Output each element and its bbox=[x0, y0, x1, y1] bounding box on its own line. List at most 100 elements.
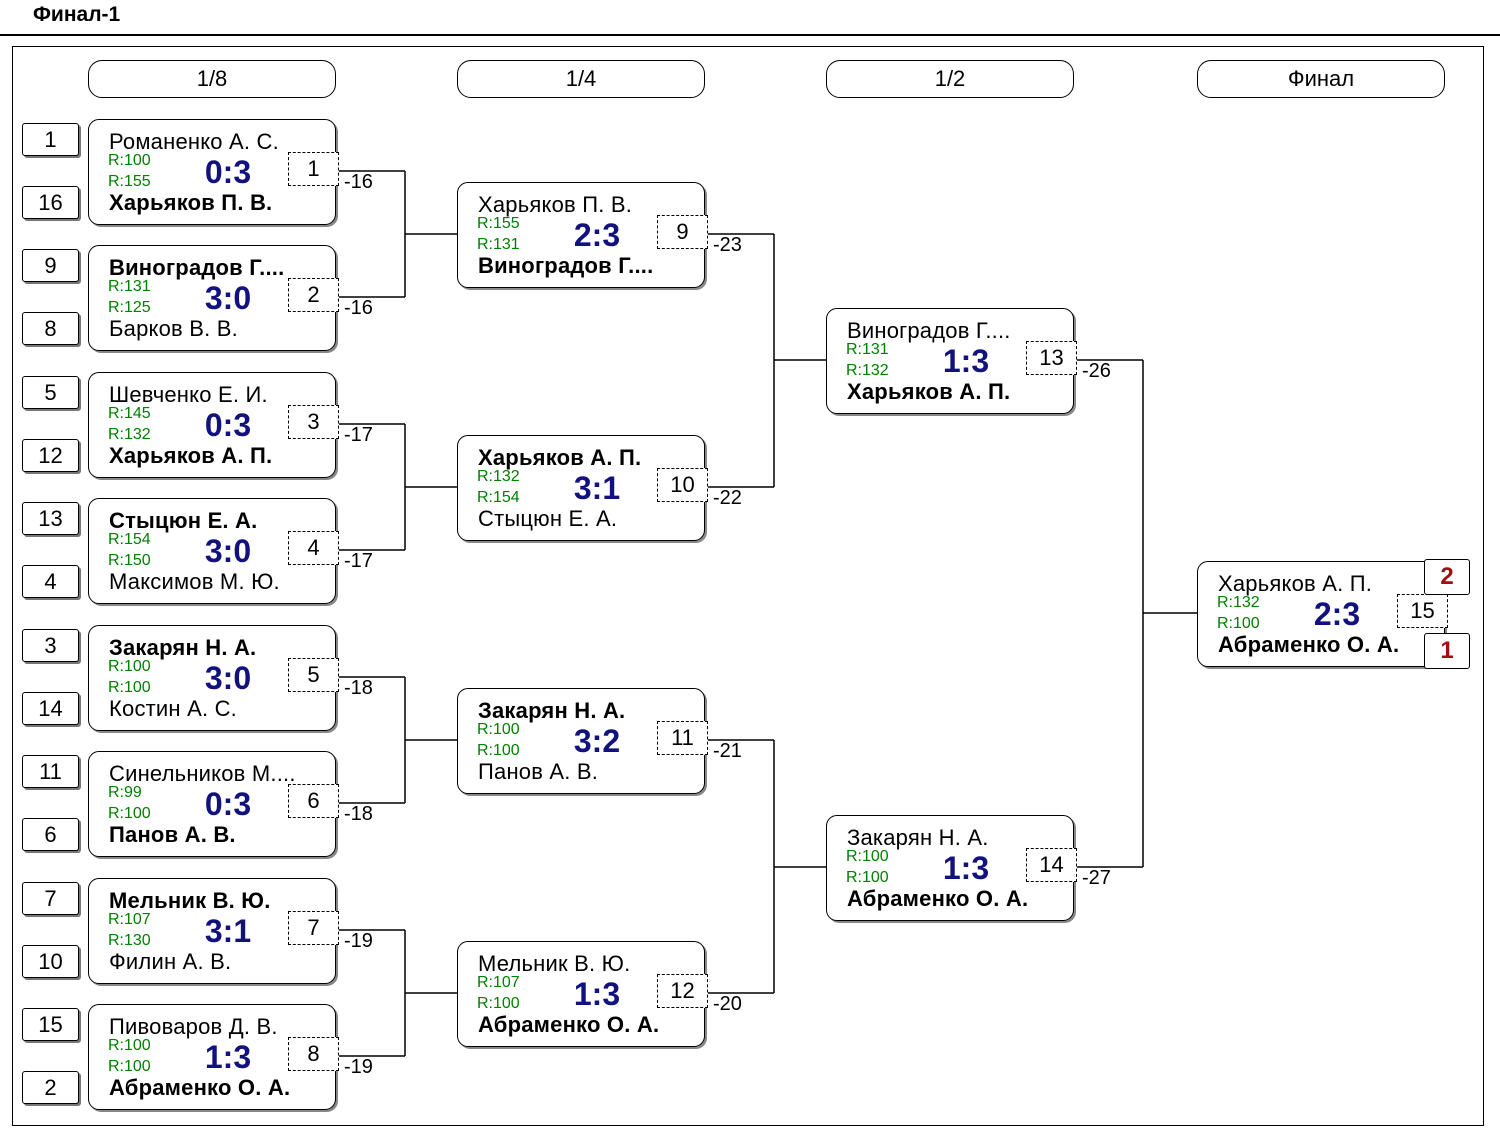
player-bottom-rating: R:132 bbox=[108, 426, 151, 443]
match-number: 11 bbox=[657, 721, 708, 755]
match-number: 2 bbox=[288, 278, 339, 312]
player-top-name: Мельник В. Ю. bbox=[478, 951, 631, 976]
loser-destination: -21 bbox=[713, 740, 742, 762]
round-header-3[interactable]: 1/2 bbox=[826, 60, 1074, 98]
match-score: 3:0 bbox=[204, 280, 252, 316]
loser-destination: -16 bbox=[344, 297, 373, 319]
player-bottom-rating: R:100 bbox=[108, 679, 151, 696]
seed-box: 16 bbox=[22, 186, 79, 219]
round-header-4[interactable]: Финал bbox=[1197, 60, 1445, 98]
match-number: 5 bbox=[288, 658, 339, 692]
match-score: 1:3 bbox=[204, 1039, 252, 1075]
match-number: 9 bbox=[657, 215, 708, 249]
player-top-name: Харьяков А. П. bbox=[1218, 571, 1373, 596]
player-top-name: Шевченко Е. И. bbox=[109, 382, 268, 407]
player-bottom-name: Панов А. В. bbox=[478, 759, 599, 784]
seed-box: 13 bbox=[22, 502, 79, 535]
player-top-name: Мельник В. Ю. bbox=[109, 888, 271, 913]
match-score: 0:3 bbox=[204, 407, 252, 443]
player-bottom-rating: R:100 bbox=[108, 1058, 151, 1075]
player-top-name: Харьяков П. В. bbox=[478, 192, 633, 217]
match-number: 1 bbox=[288, 152, 339, 186]
player-top-name: Романенко А. С. bbox=[109, 129, 279, 154]
player-bottom-rating: R:131 bbox=[477, 236, 520, 253]
loser-destination: -26 bbox=[1082, 360, 1111, 382]
match-number: 12 bbox=[657, 974, 708, 1008]
player-bottom-name: Абраменко О. А. bbox=[1218, 632, 1400, 657]
player-bottom-rating: R:150 bbox=[108, 552, 151, 569]
loser-destination: -18 bbox=[344, 803, 373, 825]
player-bottom-name: Абраменко О. А. bbox=[109, 1075, 291, 1100]
match-number: 6 bbox=[288, 784, 339, 818]
round-header-1[interactable]: 1/8 bbox=[88, 60, 336, 98]
seed-box: 12 bbox=[22, 439, 79, 472]
match-score: 0:3 bbox=[204, 786, 252, 822]
loser-destination: -20 bbox=[713, 993, 742, 1015]
player-top-rating: R:131 bbox=[846, 341, 889, 358]
loser-destination: -19 bbox=[344, 930, 373, 952]
seed-box: 7 bbox=[22, 882, 79, 915]
player-top-rating: R:131 bbox=[108, 278, 151, 295]
loser-destination: -16 bbox=[344, 171, 373, 193]
match-score: 3:0 bbox=[204, 533, 252, 569]
match-number: 13 bbox=[1026, 341, 1077, 375]
seed-box: 1 bbox=[22, 123, 79, 156]
seed-box: 6 bbox=[22, 818, 79, 851]
player-top-rating: R:132 bbox=[477, 468, 520, 485]
seed-box: 11 bbox=[22, 755, 79, 788]
player-top-rating: R:100 bbox=[108, 658, 151, 675]
player-bottom-rating: R:100 bbox=[477, 742, 520, 759]
match-number: 7 bbox=[288, 911, 339, 945]
player-top-name: Пивоваров Д. В. bbox=[109, 1014, 278, 1039]
page-title: Финал-1 bbox=[33, 3, 121, 26]
player-top-name: Синельников М.... bbox=[109, 761, 296, 786]
loser-destination: -22 bbox=[713, 487, 742, 509]
player-bottom-name: Стыцюн Е. А. bbox=[478, 506, 618, 531]
match-score: 3:0 bbox=[204, 660, 252, 696]
match-number: 15 bbox=[1397, 594, 1448, 628]
seed-box: 15 bbox=[22, 1008, 79, 1041]
match-score: 1:3 bbox=[942, 850, 990, 886]
player-top-name: Стыцюн Е. А. bbox=[109, 508, 258, 533]
player-bottom-name: Филин А. В. bbox=[109, 949, 232, 974]
player-top-rating: R:145 bbox=[108, 405, 151, 422]
final-place-badge: 1 bbox=[1424, 633, 1470, 669]
final-place-badge: 2 bbox=[1424, 559, 1470, 595]
player-top-rating: R:132 bbox=[1217, 594, 1260, 611]
match-score: 3:2 bbox=[573, 723, 621, 759]
match-score: 0:3 bbox=[204, 154, 252, 190]
player-top-name: Закарян Н. А. bbox=[109, 635, 257, 660]
player-bottom-rating: R:100 bbox=[1217, 615, 1260, 632]
player-top-rating: R:99 bbox=[108, 784, 142, 801]
match-number: 4 bbox=[288, 531, 339, 565]
loser-destination: -17 bbox=[344, 424, 373, 446]
match-number: 3 bbox=[288, 405, 339, 439]
player-bottom-rating: R:125 bbox=[108, 299, 151, 316]
player-top-name: Виноградов Г.... bbox=[847, 318, 1011, 343]
player-bottom-rating: R:100 bbox=[477, 995, 520, 1012]
seed-box: 5 bbox=[22, 376, 79, 409]
round-header-2[interactable]: 1/4 bbox=[457, 60, 705, 98]
match-score: 3:1 bbox=[204, 913, 252, 949]
player-bottom-name: Виноградов Г.... bbox=[478, 253, 654, 278]
title-divider bbox=[0, 34, 1500, 36]
loser-destination: -27 bbox=[1082, 867, 1111, 889]
player-bottom-rating: R:100 bbox=[108, 805, 151, 822]
loser-destination: -17 bbox=[344, 550, 373, 572]
player-bottom-rating: R:130 bbox=[108, 932, 151, 949]
